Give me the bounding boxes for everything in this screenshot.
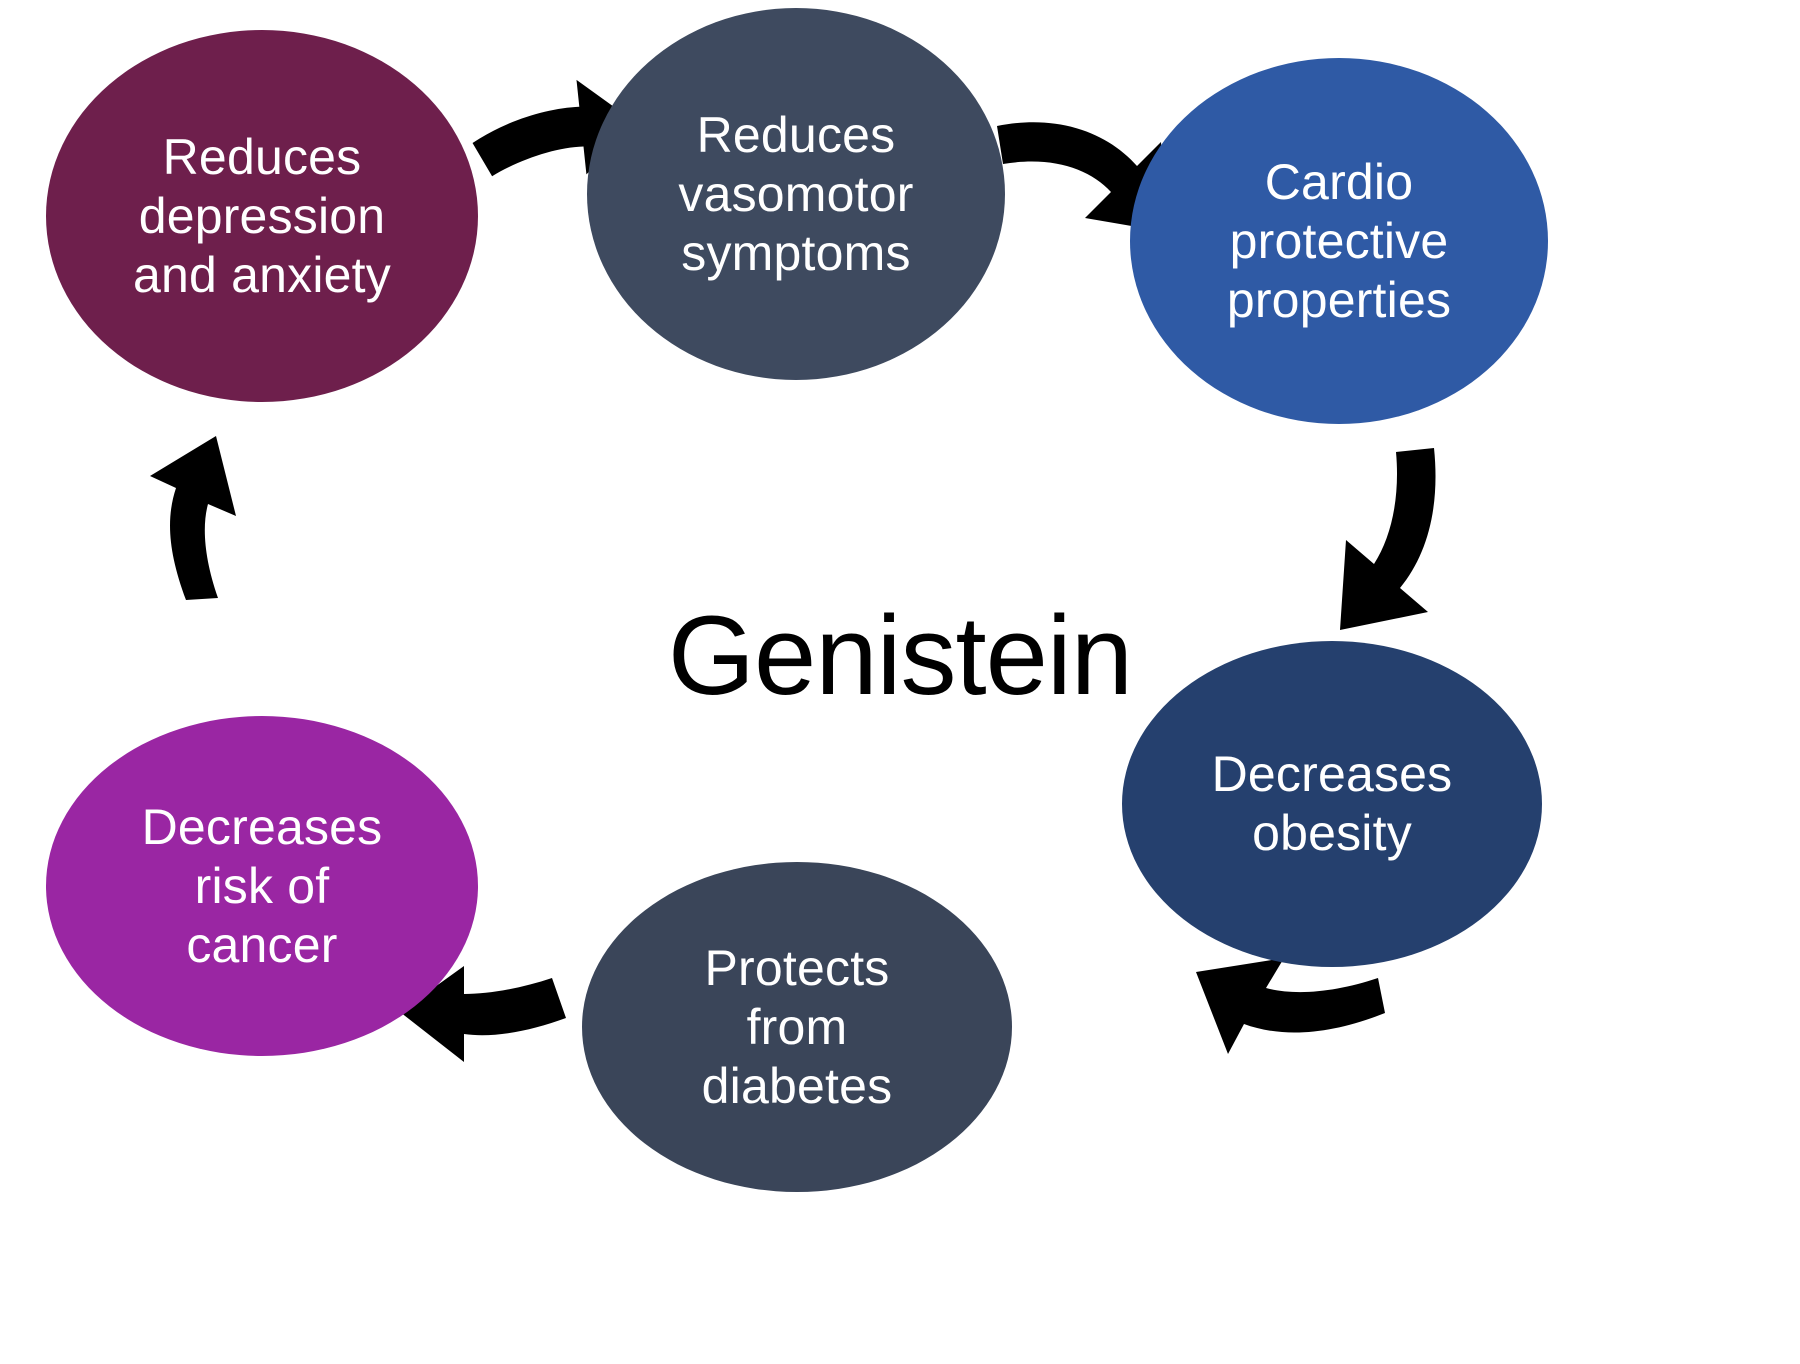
node-label: Reduces vasomotor symptoms — [678, 106, 914, 281]
node-decreases-risk-of-cancer[interactable]: Decreases risk of cancer — [46, 716, 478, 1056]
node-label: Protects from diabetes — [701, 939, 893, 1114]
arrow-cancer-to-depression — [150, 436, 236, 600]
page-title: Genistein — [667, 593, 1133, 718]
node-protects-from-diabetes[interactable]: Protects from diabetes — [582, 862, 1012, 1192]
node-label: Decreases risk of cancer — [141, 798, 383, 973]
node-reduces-vasomotor-symptoms[interactable]: Reduces vasomotor symptoms — [587, 8, 1005, 380]
node-label: Cardio protective properties — [1226, 153, 1452, 328]
node-cardio-protective-properties[interactable]: Cardio protective properties — [1130, 58, 1548, 424]
node-decreases-obesity[interactable]: Decreases obesity — [1122, 641, 1542, 967]
node-label: Decreases obesity — [1211, 746, 1453, 861]
arrow-obesity-to-diabetes — [1196, 958, 1385, 1054]
node-label: Reduces depression and anxiety — [133, 128, 391, 303]
node-reduces-depression-and-anxiety[interactable]: Reduces depression and anxiety — [46, 30, 478, 402]
